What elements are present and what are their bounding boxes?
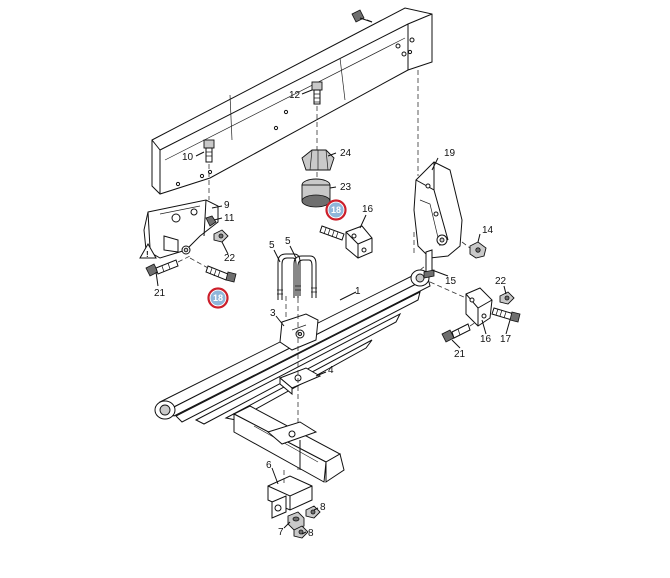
callout-21-right: 21 (454, 349, 466, 360)
bolt-21-left (145, 255, 191, 277)
nut-22-right (499, 291, 515, 305)
bolt-12 (311, 81, 323, 150)
bolt-15 (423, 249, 435, 279)
callout-16-right: 16 (480, 334, 492, 345)
front-hanger-bracket-9 (143, 199, 219, 259)
chassis-frame-rail (151, 7, 433, 195)
callout-7: 7 (278, 527, 284, 538)
warning-symbol: ! (146, 250, 149, 259)
callout-9: 9 (224, 200, 230, 211)
frame-top-bolt (351, 9, 373, 23)
bolt-10 (203, 139, 215, 200)
bump-stop-pad-23 (301, 172, 331, 208)
callout-23: 23 (340, 182, 352, 193)
callout-12: 12 (289, 90, 301, 101)
highlight-18-middle: 18 (325, 199, 347, 221)
callout-18-left: 18 (213, 293, 223, 303)
callout-24: 24 (340, 148, 352, 159)
callout-8-lower: 8 (308, 528, 314, 539)
spring-seat-3 (279, 313, 319, 351)
callout-4: 4 (328, 365, 334, 376)
callout-10: 10 (182, 152, 194, 163)
u-bolt-5-right (293, 255, 317, 298)
nut-7 (287, 511, 305, 531)
callout-16-middle: 16 (362, 204, 374, 215)
callout-6: 6 (266, 460, 272, 471)
shackle-pin-17 (491, 307, 521, 323)
callout-19: 19 (444, 148, 456, 159)
nut-11 (205, 215, 217, 227)
bump-stop-24 (301, 149, 335, 171)
leader-lines (155, 19, 511, 535)
callout-11: 11 (224, 213, 235, 224)
nut-22-left (213, 229, 229, 243)
callout-22-right: 22 (495, 276, 507, 287)
callout-21-left: 21 (154, 288, 166, 299)
callout-3: 3 (270, 308, 276, 319)
axle-plate-4 (279, 367, 322, 396)
axle-housing (232, 405, 345, 483)
u-bolt-5-left (277, 253, 301, 300)
callout-8-upper: 8 (320, 502, 326, 513)
shackle-pin-18-left (189, 257, 237, 283)
nut-8-lower (293, 525, 309, 539)
nut-14 (461, 241, 487, 259)
bolt-21-right (441, 321, 477, 343)
callout-18-middle: 18 (331, 205, 341, 215)
shackle-pin-18-middle (319, 225, 345, 241)
lower-plate-6 (267, 475, 313, 519)
shackle-16-right (429, 281, 493, 327)
callout-22-left: 22 (224, 253, 236, 264)
callout-5-right: 5 (285, 236, 291, 247)
callout-14: 14 (482, 225, 494, 236)
shackle-16-middle (345, 225, 373, 259)
callout-17: 17 (500, 334, 512, 345)
callout-1: 1 (355, 286, 361, 297)
callout-labels: 12 10 24 23 19 9 11 22 21 16 14 15 22 16… (154, 90, 512, 539)
highlight-18-left: 18 (207, 287, 229, 309)
rear-hanger-bracket-19 (413, 70, 463, 259)
callout-15: 15 (445, 276, 457, 287)
callout-5-left: 5 (269, 240, 275, 251)
warning-triangle-icon: ! (139, 242, 157, 259)
